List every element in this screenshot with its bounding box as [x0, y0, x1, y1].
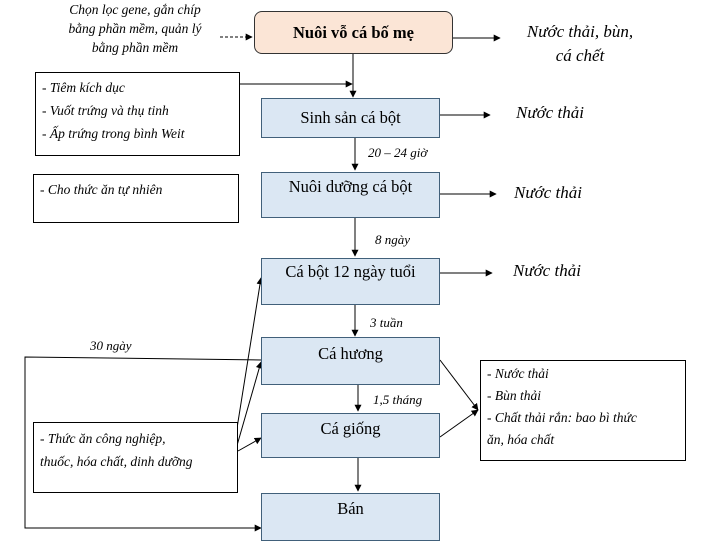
waste-label-3: Nước thải — [514, 183, 582, 202]
waste-label-2: Nước thải — [516, 103, 584, 122]
step-fry-spawning: Sinh sản cá bột — [261, 98, 440, 138]
loop-duration-label: 30 ngày — [90, 338, 132, 353]
industrial-feed-box: - Thức ăn công nghiệp, thuốc, hóa chất, … — [33, 422, 238, 493]
waste-list-box: - Nước thải - Bùn thải - Chất thải rắn: … — [480, 360, 686, 461]
feed-arrow-3 — [237, 437, 262, 452]
waste-arrow-5 — [439, 359, 479, 411]
feed-arrow-2 — [235, 361, 263, 450]
duration-label-2: 8 ngày — [375, 232, 411, 247]
waste-arrow-6 — [439, 409, 479, 438]
duration-label-3: 3 tuần — [370, 315, 403, 330]
step-sale: Bán — [261, 493, 440, 541]
natural-food-box: - Cho thức ăn tự nhiên — [33, 174, 239, 223]
waste-label-1: Nước thải, bùn, cá chết — [526, 22, 634, 65]
step-juvenile: Cá giống — [261, 413, 440, 458]
breeding-input-box: - Tiêm kích dục - Vuốt trứng và thụ tinh… — [35, 72, 240, 156]
duration-label-1: 20 – 24 giờ — [368, 145, 428, 160]
step-fingerling: Cá hương — [261, 337, 440, 385]
gene-selection-note: Chọn lọc gene, gắn chíp bằng phần mềm, q… — [68, 2, 202, 55]
step-12-day-fry: Cá bột 12 ngày tuổi — [261, 258, 440, 305]
waste-label-4: Nước thải — [513, 261, 581, 280]
feed-arrow-1 — [233, 277, 264, 448]
loop-arrow — [24, 356, 263, 532]
step-fry-nursing: Nuôi dưỡng cá bột — [261, 172, 440, 218]
duration-label-4: 1,5 tháng — [373, 392, 423, 407]
step-broodstock-conditioning: Nuôi vỗ cá bố mẹ — [254, 11, 453, 54]
